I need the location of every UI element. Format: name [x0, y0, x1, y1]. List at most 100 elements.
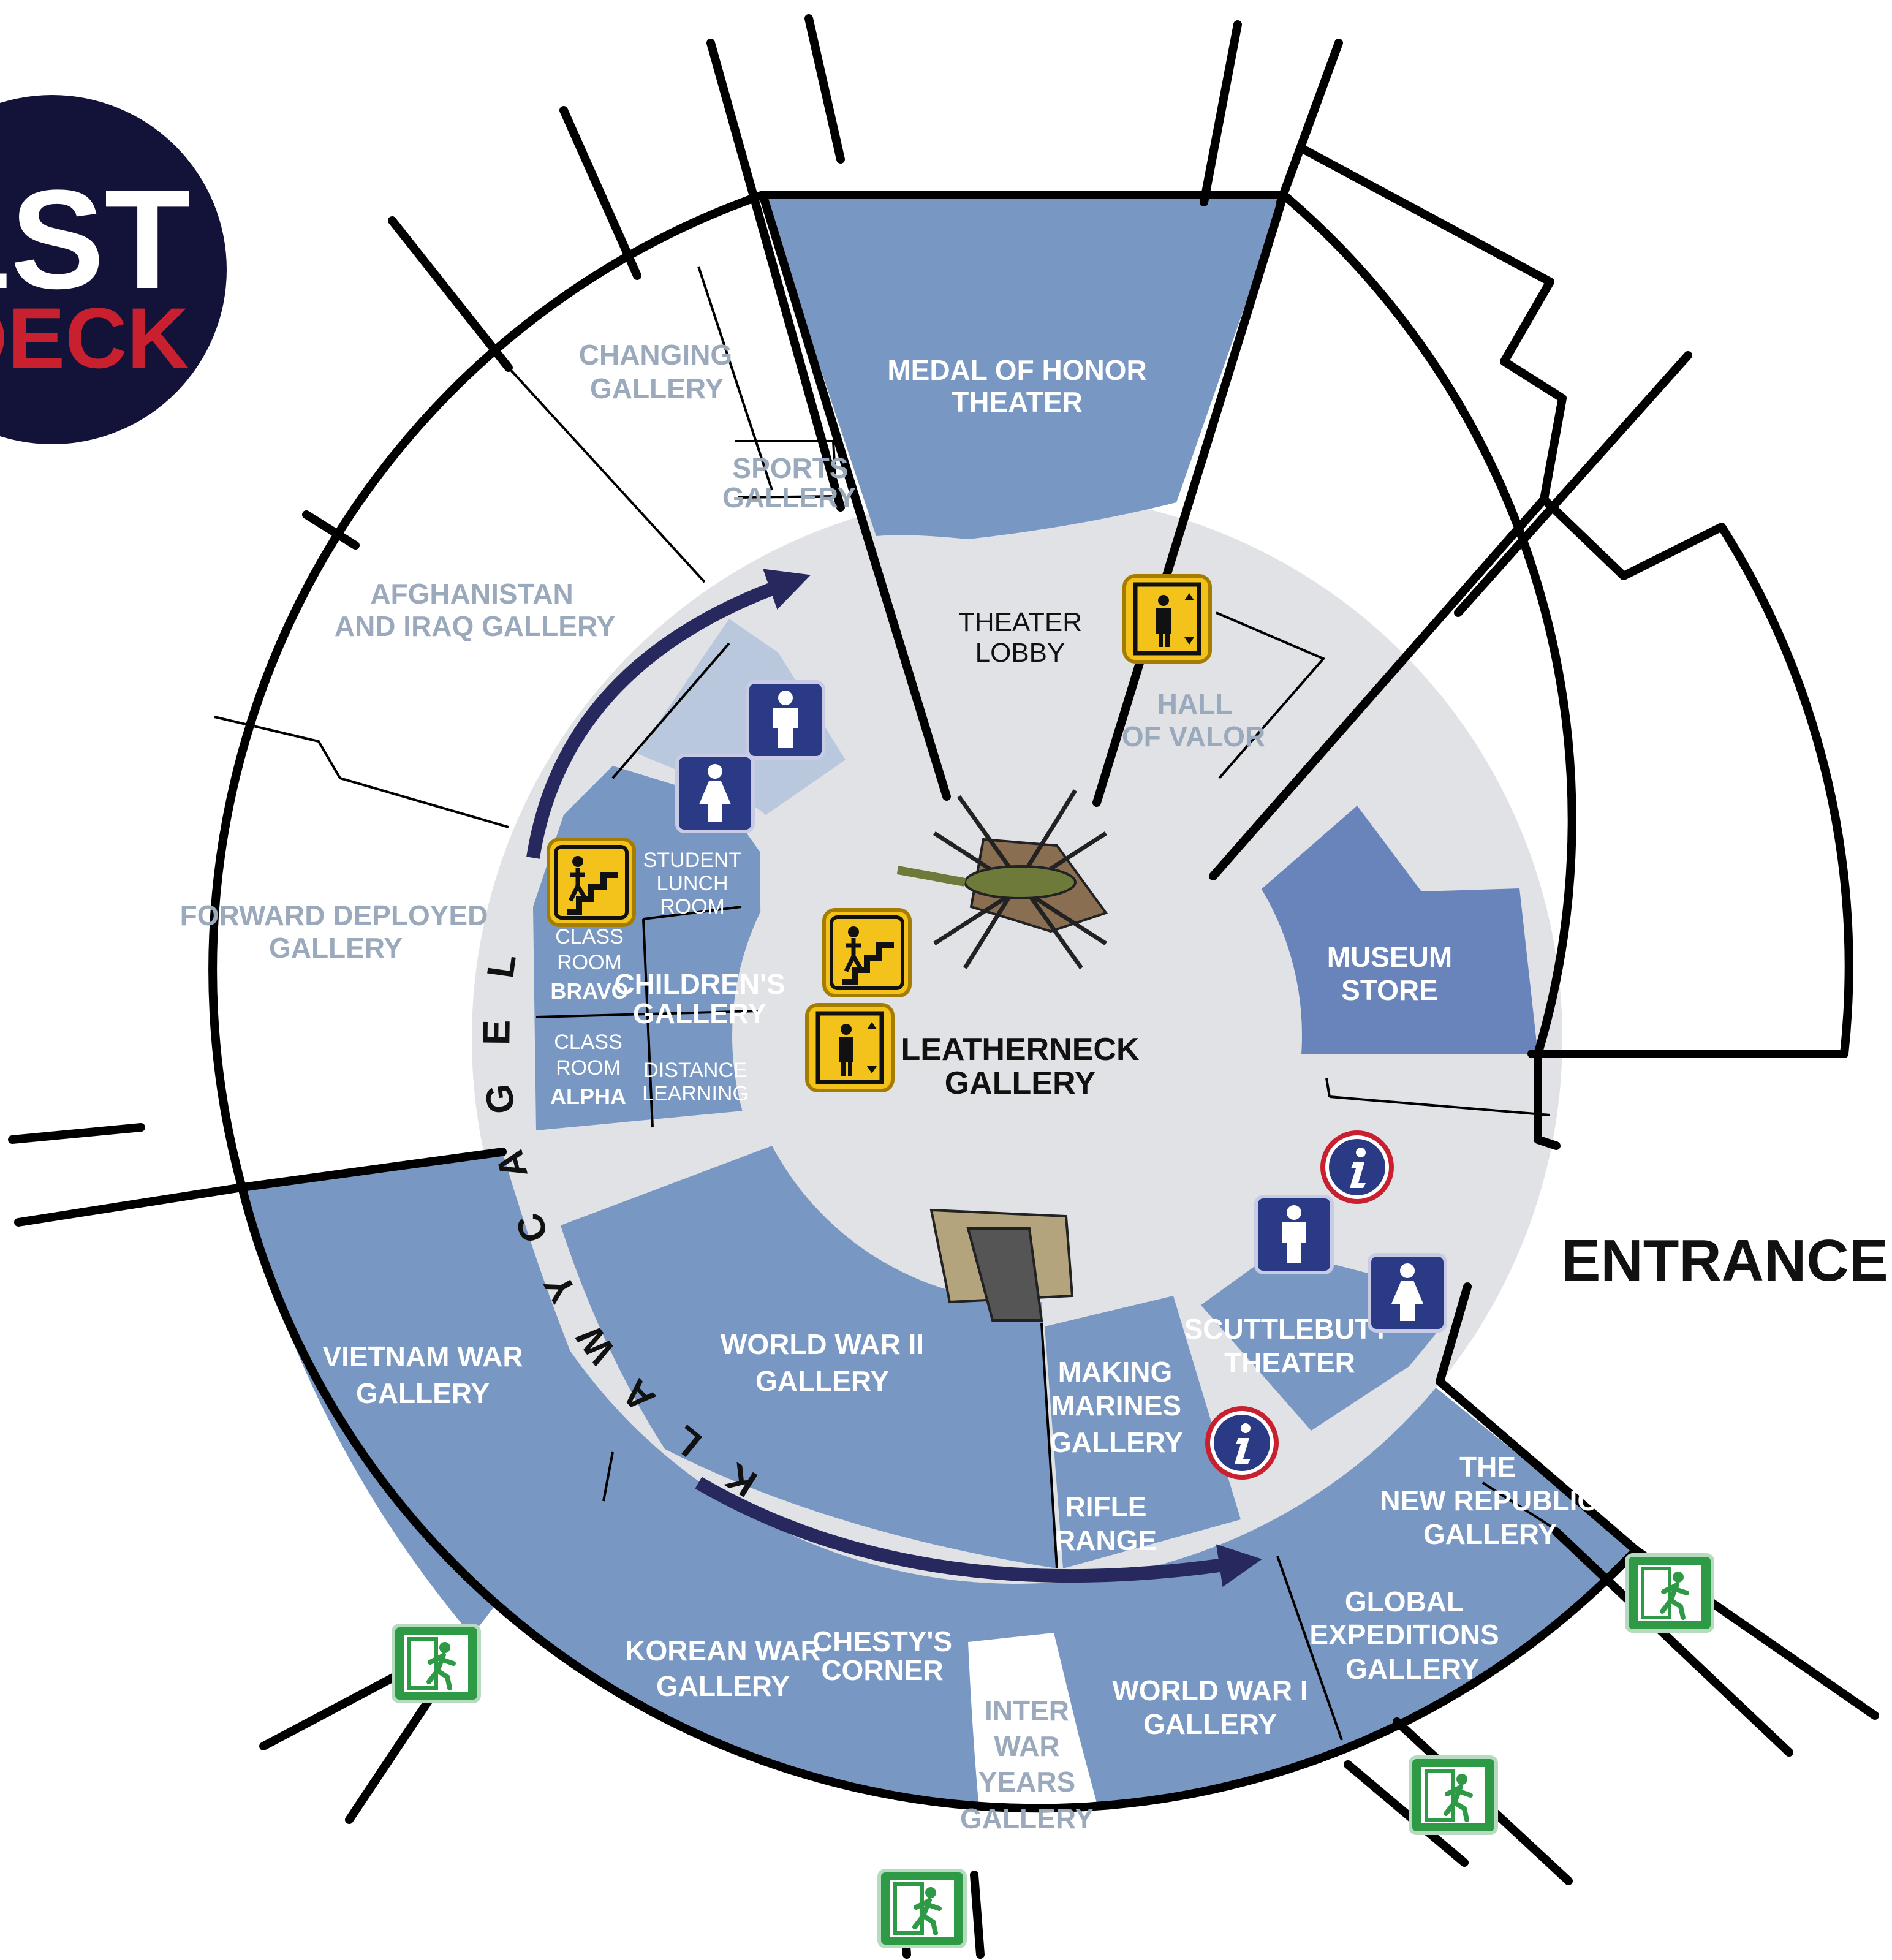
label-museum-store: MUSEUM STORE	[1327, 941, 1452, 1006]
making-marines-area	[1045, 1296, 1241, 1568]
restroom-men-icon	[1256, 1197, 1332, 1273]
label-scuttlebutt-theater: SCUTTLEBUTT THEATER	[1184, 1313, 1390, 1379]
svg-text:SCUTTLEBUTT: SCUTTLEBUTT	[1184, 1313, 1390, 1345]
svg-text:CLASS: CLASS	[555, 925, 624, 948]
svg-text:MUSEUM: MUSEUM	[1327, 941, 1452, 973]
medal-of-honor-theater-area	[763, 195, 1284, 539]
svg-text:GALLERY: GALLERY	[1143, 1708, 1277, 1740]
svg-text:GALLERY: GALLERY	[960, 1803, 1094, 1834]
svg-text:STUDENT: STUDENT	[643, 849, 742, 872]
svg-text:ROOM: ROOM	[557, 951, 622, 974]
walls	[8, 14, 1879, 1959]
legacy-walk-arrow-upper	[526, 569, 811, 859]
elevator-icon	[1124, 576, 1210, 662]
svg-text:GALLERY: GALLERY	[945, 1065, 1096, 1101]
svg-text:ROOM: ROOM	[660, 895, 725, 918]
label-world-war-i-gallery: WORLD WAR I GALLERY	[1112, 1674, 1307, 1740]
svg-text:MEDAL OF HONOR: MEDAL OF HONOR	[887, 354, 1146, 386]
emergency-exit-icon	[879, 1871, 965, 1947]
vietnam-war-area	[242, 1152, 613, 1636]
svg-text:INTER: INTER	[985, 1695, 1069, 1727]
svg-text:VIETNAM WAR: VIETNAM WAR	[322, 1341, 523, 1372]
svg-text:GALLERY: GALLERY	[269, 932, 403, 964]
svg-text:THEATER: THEATER	[958, 607, 1082, 637]
svg-text:GALLERY: GALLERY	[1345, 1653, 1479, 1685]
svg-text:CHANGING: CHANGING	[579, 339, 732, 371]
deck-badge: 1ST DECK	[0, 95, 227, 444]
information-icon	[1320, 1130, 1394, 1204]
svg-text:DISTANCE: DISTANCE	[643, 1059, 747, 1082]
label-classroom-alpha: CLASS ROOM ALPHA	[550, 1031, 626, 1109]
svg-text:ROOM: ROOM	[556, 1056, 621, 1080]
svg-text:GALLERY: GALLERY	[590, 373, 724, 404]
emergency-exit-icon	[1627, 1555, 1712, 1631]
legacy-walk-arrow-lower	[695, 1477, 1262, 1587]
label-medal-of-honor-theater: MEDAL OF HONOR THEATER	[887, 354, 1146, 418]
svg-text:GALLERY: GALLERY	[1423, 1518, 1557, 1550]
deck-number: 1ST	[0, 161, 191, 318]
label-inter-war-years-gallery: INTER WAR YEARS GALLERY	[960, 1695, 1094, 1834]
svg-text:GALLERY: GALLERY	[633, 997, 766, 1029]
museum-store-area	[1238, 806, 1538, 1054]
svg-text:LEATHERNECK: LEATHERNECK	[901, 1032, 1139, 1067]
label-forward-deployed-gallery: FORWARD DEPLOYED GALLERY	[180, 899, 488, 964]
svg-text:MAKING: MAKING	[1058, 1356, 1173, 1388]
svg-text:LUNCH: LUNCH	[656, 872, 728, 895]
svg-text:KOREAN WAR: KOREAN WAR	[625, 1635, 820, 1667]
label-theater-lobby: THEATER LOBBY	[958, 607, 1082, 668]
label-new-republic-gallery: THE NEW REPUBLIC GALLERY	[1380, 1451, 1597, 1550]
label-student-lunch-room: STUDENT LUNCH ROOM	[643, 849, 742, 918]
svg-text:THEATER: THEATER	[1224, 1347, 1355, 1379]
svg-text:YEARS: YEARS	[978, 1766, 1075, 1798]
label-world-war-ii-gallery: WORLD WAR II GALLERY	[721, 1328, 924, 1397]
inter-war-years-area	[968, 1633, 1133, 1880]
label-korean-war-gallery: KOREAN WAR GALLERY	[625, 1635, 820, 1702]
stairs-icon	[548, 839, 634, 925]
helicopter-artifact	[896, 789, 1108, 970]
svg-text:AND IRAQ GALLERY: AND IRAQ GALLERY	[335, 610, 615, 642]
svg-text:FORWARD DEPLOYED: FORWARD DEPLOYED	[180, 899, 488, 931]
restroom-women-icon	[677, 755, 753, 831]
svg-text:BRAVO: BRAVO	[550, 978, 628, 1004]
label-distance-learning: DISTANCE LEARNING	[642, 1059, 749, 1105]
svg-text:CORNER: CORNER	[821, 1654, 943, 1686]
svg-text:OF VALOR: OF VALOR	[1122, 721, 1265, 752]
label-classroom-bravo: CLASS ROOM BRAVO	[550, 925, 628, 1004]
svg-text:WAR: WAR	[994, 1730, 1059, 1762]
legacy-walk-letter: E	[475, 1020, 518, 1045]
svg-text:RANGE: RANGE	[1055, 1524, 1157, 1556]
label-changing-gallery: CHANGING GALLERY	[579, 339, 732, 404]
restroom-men-icon	[747, 682, 823, 758]
label-childrens-gallery: CHILDREN'S GALLERY	[614, 968, 785, 1029]
leatherneck-floor	[732, 751, 1302, 1320]
emergency-exit-icon	[1410, 1757, 1496, 1833]
label-sports-gallery: SPORTS GALLERY	[722, 452, 856, 513]
label-rifle-range: RIFLE RANGE	[1055, 1491, 1157, 1556]
svg-text:LEARNING: LEARNING	[642, 1082, 749, 1105]
svg-text:RIFLE: RIFLE	[1065, 1491, 1147, 1523]
svg-text:EXPEDITIONS: EXPEDITIONS	[1309, 1619, 1499, 1651]
svg-text:GALLERY: GALLERY	[755, 1365, 889, 1397]
svg-text:MARINES: MARINES	[1051, 1390, 1181, 1421]
svg-text:AFGHANISTAN: AFGHANISTAN	[370, 578, 573, 610]
information-icon	[1205, 1406, 1279, 1480]
svg-text:THEATER: THEATER	[952, 386, 1083, 418]
svg-text:ALPHA: ALPHA	[550, 1084, 626, 1109]
entrance-label: ENTRANCE	[1561, 1228, 1888, 1293]
label-vietnam-war-gallery: VIETNAM WAR GALLERY	[322, 1341, 523, 1409]
svg-text:GLOBAL: GLOBAL	[1345, 1586, 1464, 1618]
svg-text:GALLERY: GALLERY	[356, 1377, 490, 1409]
svg-text:THE: THE	[1459, 1451, 1516, 1483]
label-leatherneck-gallery: LEATHERNECK GALLERY	[901, 1032, 1139, 1101]
svg-text:WORLD WAR II: WORLD WAR II	[721, 1328, 924, 1360]
svg-text:CLASS: CLASS	[554, 1031, 622, 1054]
svg-text:SPORTS: SPORTS	[732, 452, 848, 484]
world-war-ii-area	[561, 1146, 1057, 1568]
svg-text:LOBBY: LOBBY	[975, 638, 1065, 668]
deck-word: DECK	[0, 290, 189, 386]
restroom-women-icon	[1369, 1255, 1445, 1331]
elevator-icon	[807, 1005, 893, 1091]
emergency-exit-icon	[393, 1625, 479, 1701]
label-chestys-corner: CHESTY'S CORNER	[812, 1625, 952, 1686]
